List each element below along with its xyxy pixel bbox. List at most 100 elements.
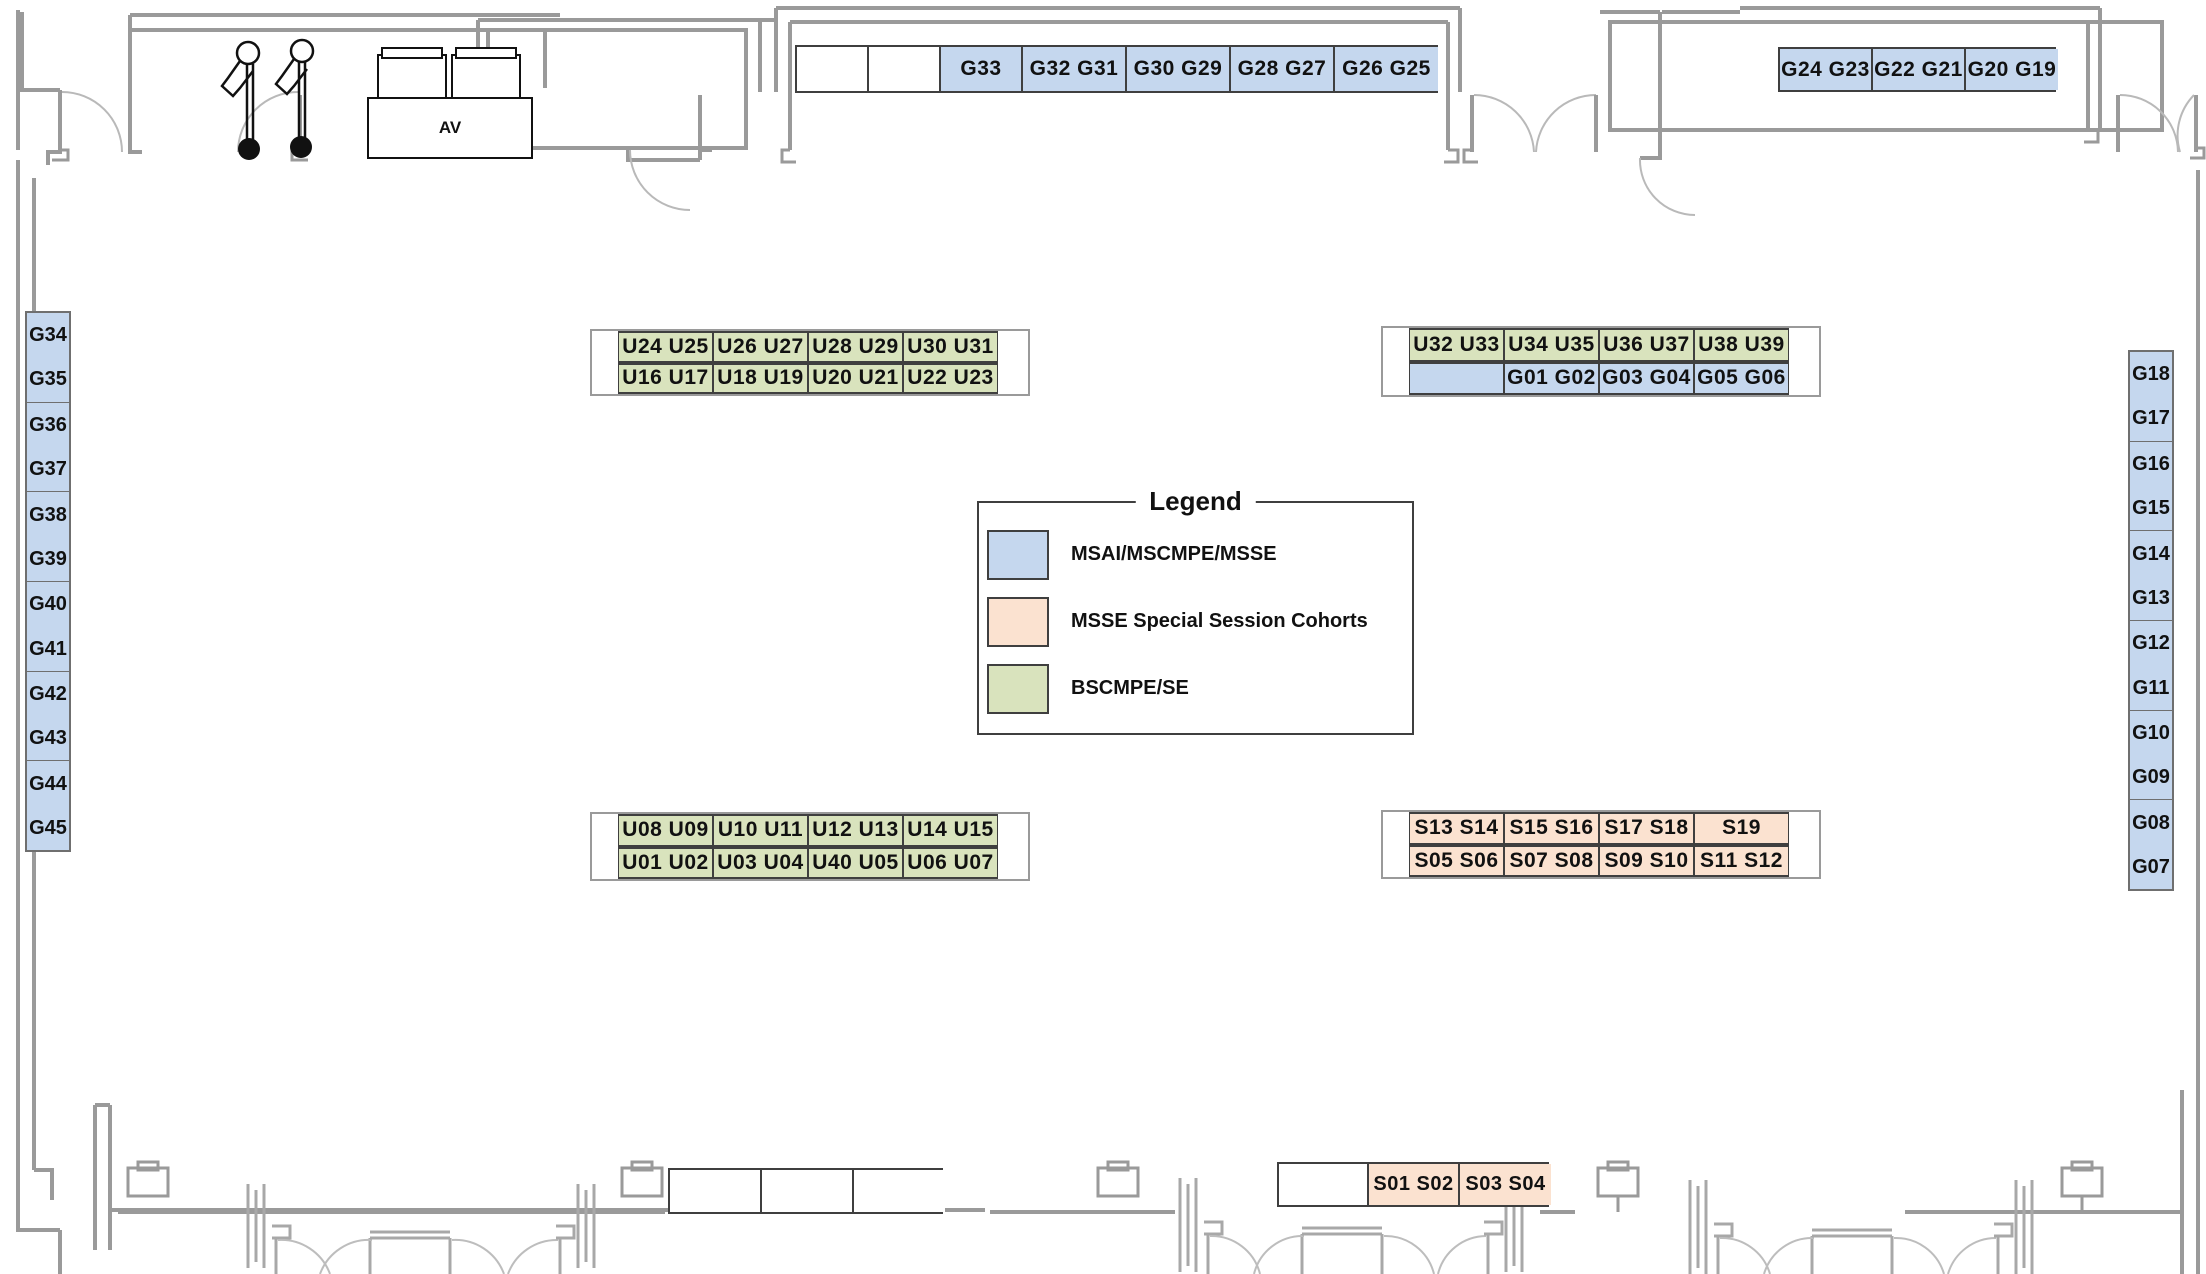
seat-label: G40 [29, 593, 67, 616]
table-cell[interactable]: G30 G29 [1127, 47, 1231, 91]
table-cell[interactable] [854, 1170, 945, 1212]
seat-cell[interactable]: U22 U23 [903, 362, 998, 394]
seat-cell[interactable]: U34 U35 [1504, 328, 1599, 362]
seat-label: G11 [2132, 676, 2170, 699]
seat-cell[interactable]: U28 U29 [808, 331, 903, 363]
row-pad-right [1789, 328, 1819, 362]
seat-cell[interactable]: U06 U07 [903, 846, 998, 879]
legend-swatch [987, 529, 1049, 580]
seat-label: G42 [29, 682, 67, 705]
table-cell[interactable] [1279, 1164, 1369, 1205]
seat-cell[interactable]: S11 S12 [1694, 844, 1789, 877]
seat-label: G18 [2132, 363, 2170, 386]
seat-cell[interactable]: U32 U33 [1409, 328, 1504, 362]
seat-cell[interactable]: G05 G06 [1694, 361, 1789, 395]
table-cell[interactable] [869, 47, 941, 91]
seat-label: G41 [29, 637, 67, 660]
seat-cell[interactable]: U18 U19 [713, 362, 808, 394]
seat-label: G17 [2132, 407, 2170, 430]
table-cell[interactable] [670, 1170, 762, 1212]
seat-cell[interactable]: U20 U21 [808, 362, 903, 394]
table-cell[interactable]: G20 G19 [1966, 49, 2058, 90]
seat-label: G15 [2132, 497, 2170, 520]
table-cell[interactable]: S01 S02 [1369, 1164, 1460, 1205]
seat-cell[interactable]: G01 G02 [1504, 361, 1599, 395]
microphone-stand-icons [220, 38, 315, 145]
row-pad-left [1383, 362, 1409, 396]
seat-cell[interactable]: U12 U13 [808, 814, 903, 847]
seat-cell[interactable]: U40 U05 [808, 846, 903, 879]
seat-label: G34 [29, 324, 67, 347]
seat-cell[interactable]: U08 U09 [618, 814, 713, 847]
table-cell[interactable]: G24 G23 [1780, 49, 1873, 90]
seat-cell[interactable]: S19 [1694, 812, 1789, 845]
row-pad-left [592, 814, 618, 847]
seat-cell[interactable]: U10 U11 [713, 814, 808, 847]
row-pad-right [998, 847, 1028, 880]
seat-label: G09 [2132, 766, 2170, 789]
table-cell[interactable]: G22 G21 [1873, 49, 1966, 90]
seat-cell[interactable]: U36 U37 [1599, 328, 1694, 362]
bottom-center-blank-table[interactable] [668, 1168, 945, 1214]
seat-cell[interactable]: U38 U39 [1694, 328, 1789, 362]
table-cell[interactable]: G32 G31 [1023, 47, 1127, 91]
legend-label: MSSE Special Session Cohorts [1071, 610, 1368, 632]
seat-cell[interactable]: U24 U25 [618, 331, 713, 363]
seat-cell[interactable]: S07 S08 [1504, 844, 1599, 877]
seat-cell[interactable]: S15 S16 [1504, 812, 1599, 845]
row-pad-right [998, 814, 1028, 847]
seat-cell[interactable]: U16 U17 [618, 362, 713, 394]
seat-cell[interactable]: U30 U31 [903, 331, 998, 363]
table-cell[interactable]: G33 [941, 47, 1023, 91]
row-pad-left [1383, 812, 1409, 845]
seat-cell[interactable]: S05 S06 [1409, 844, 1504, 877]
table-cell[interactable]: G26 G25 [1335, 47, 1438, 91]
row-pad-right [998, 331, 1028, 363]
seat-cell[interactable]: S13 S14 [1409, 812, 1504, 845]
seat-cell[interactable]: S09 S10 [1599, 844, 1694, 877]
seat-label: G16 [2132, 452, 2170, 475]
av-table-label: AV [438, 118, 462, 137]
seat-label: G14 [2132, 542, 2170, 565]
table-cell[interactable] [797, 47, 869, 91]
legend-title: Legend [1135, 486, 1256, 517]
seat-cell[interactable]: S17 S18 [1599, 812, 1694, 845]
seat-cell[interactable]: U14 U15 [903, 814, 998, 847]
seat-cell[interactable] [1409, 361, 1504, 395]
seat-label: G35 [29, 368, 67, 391]
legend-label: BSCMPE/SE [1071, 677, 1189, 699]
table-cell[interactable]: S03 S04 [1460, 1164, 1551, 1205]
seat-cell[interactable]: U03 U04 [713, 846, 808, 879]
table-cell[interactable] [762, 1170, 854, 1212]
seat-cell[interactable]: U26 U27 [713, 331, 808, 363]
row-pad-right [1789, 362, 1819, 396]
seat-cell[interactable]: G03 G04 [1599, 361, 1694, 395]
seat-cell[interactable]: U01 U02 [618, 846, 713, 879]
table-cell[interactable]: G28 G27 [1231, 47, 1335, 91]
